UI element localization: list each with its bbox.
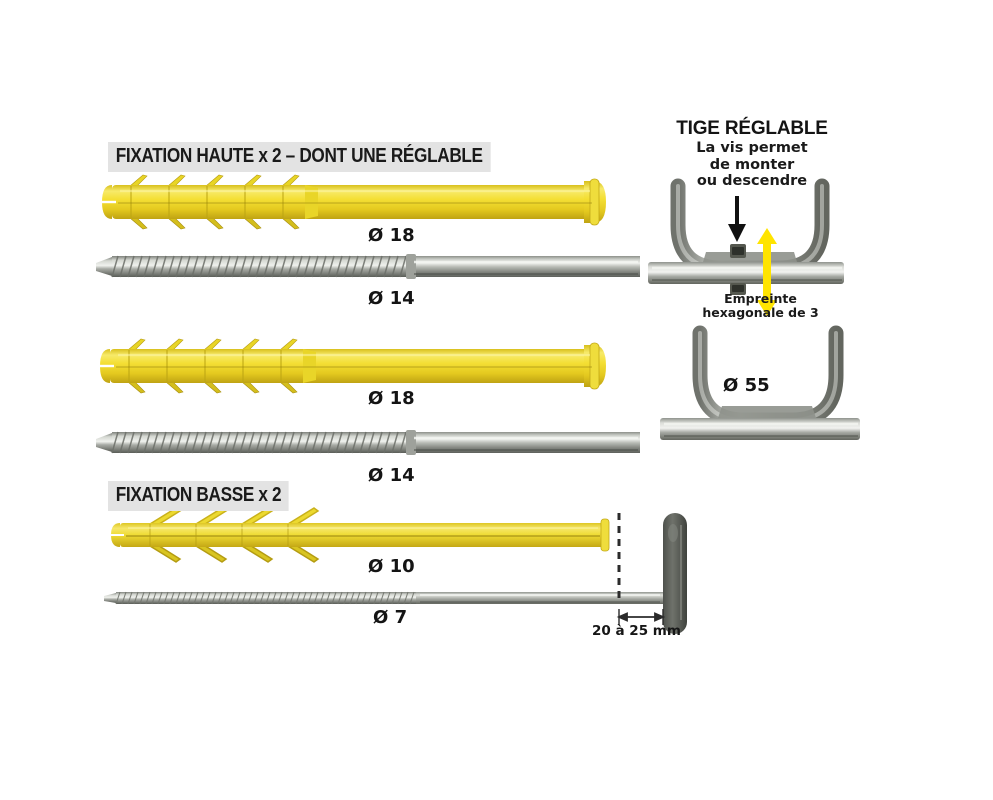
label-diameter-55: Ø 55 xyxy=(723,375,770,396)
hex-grub-screw-bottom xyxy=(730,283,746,295)
screw-rod-14-a xyxy=(96,254,640,279)
fixation-haute-set-1 xyxy=(96,174,640,279)
adjustment-travel-arrow xyxy=(757,228,777,316)
wall-plug-10 xyxy=(110,507,610,563)
tige-note-line-1: La vis permet xyxy=(696,140,808,156)
section-header-fixation-basse: FIXATION BASSE x 2 xyxy=(108,481,290,511)
tige-reglable-assembly xyxy=(648,178,860,440)
label-diameter-18-a: Ø 18 xyxy=(368,225,415,246)
wall-plug-18-b xyxy=(99,338,606,394)
hex-grub-screw-top xyxy=(730,244,746,258)
tige-reglable-title: TIGE RÉGLABLE xyxy=(676,118,828,139)
fixation-basse-set xyxy=(104,507,687,634)
support-rod-lower xyxy=(660,418,860,440)
tige-note-line-3: ou descendre xyxy=(696,173,808,189)
hex-socket-note-line-2: hexagonale de 3 xyxy=(702,305,819,320)
hex-socket-note-line-1: Empreinte xyxy=(724,291,797,306)
depth-dimension-arrow xyxy=(616,609,666,625)
section-header-fixation-haute: FIXATION HAUTE x 2 – DONT UNE RÉGLABLE xyxy=(108,142,491,172)
label-diameter-18-b: Ø 18 xyxy=(368,388,415,409)
hex-socket-note: Empreinte hexagonale de 3 xyxy=(688,292,833,320)
label-diameter-10: Ø 10 xyxy=(368,556,415,577)
label-diameter-14-a: Ø 14 xyxy=(368,288,415,309)
screw-direction-arrow xyxy=(728,196,746,242)
label-diameter-7: Ø 7 xyxy=(373,607,408,628)
cradle-adjustable xyxy=(670,178,830,276)
tige-reglable-note: La vis permet de monter ou descendre xyxy=(682,140,822,190)
wall-plug-18-a xyxy=(101,174,606,230)
label-diameter-14-b: Ø 14 xyxy=(368,465,415,486)
tige-note-line-2: de monter xyxy=(709,156,795,173)
screw-rod-14-b xyxy=(96,430,640,455)
fixation-haute-set-2 xyxy=(96,338,640,455)
label-embedment-depth: 20 à 25 mm xyxy=(592,623,681,636)
screw-rod-7 xyxy=(104,591,663,605)
support-rod-upper xyxy=(648,262,844,284)
mounting-plate xyxy=(663,513,687,634)
